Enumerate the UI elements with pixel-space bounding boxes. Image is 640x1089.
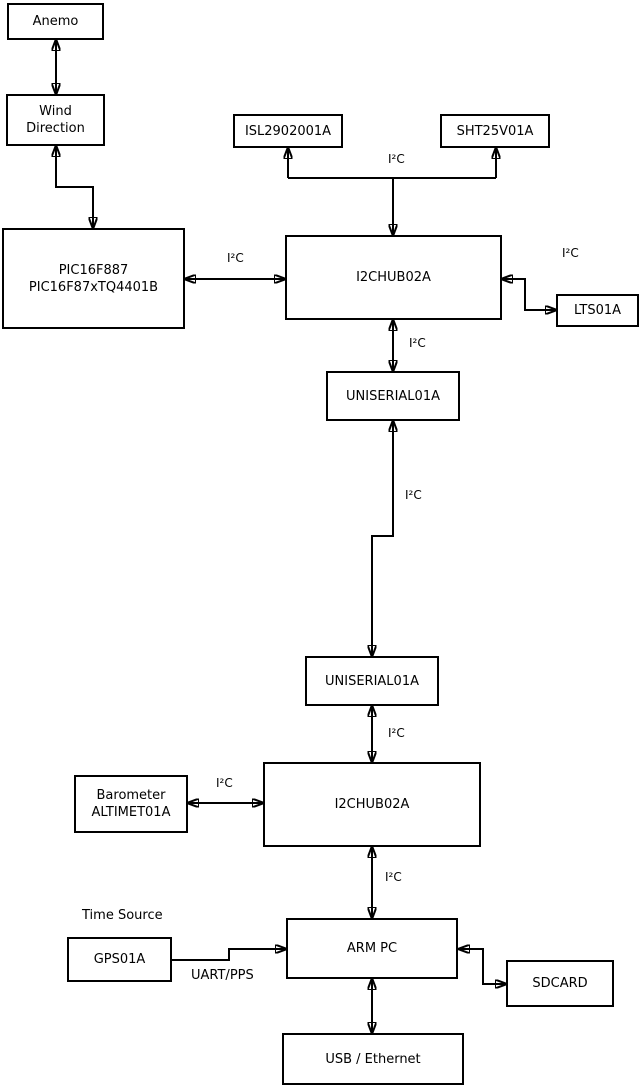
- label-i2c-hub1-lts: I²C: [562, 246, 579, 260]
- box-pic16f887: PIC16F887 PIC16F87xTQ4401B: [2, 228, 185, 329]
- edge-wind-pic: [56, 146, 93, 228]
- box-sht25v01a-label: SHT25V01A: [456, 123, 534, 139]
- box-isl2902001a-label: ISL2902001A: [244, 123, 332, 139]
- box-lts01a: LTS01A: [556, 294, 639, 327]
- box-wind-direction-label-line1: Wind: [39, 104, 72, 119]
- box-usb-ethernet-label: USB / Ethernet: [325, 1051, 421, 1067]
- label-i2c-bus-top: I²C: [388, 152, 405, 166]
- box-i2chub02a-2-label: I2CHUB02A: [334, 797, 410, 812]
- label-i2c-uniserial2-hub2: I²C: [388, 726, 405, 740]
- box-barometer-label-line1: Barometer: [96, 788, 166, 803]
- box-pic16f887-label-line2: PIC16F87xTQ4401B: [28, 279, 159, 295]
- box-lts01a-label: LTS01A: [573, 303, 622, 318]
- label-i2c-hub1-uniserial1: I²C: [409, 336, 426, 350]
- box-gps01a-label: GPS01A: [93, 952, 146, 967]
- box-uniserial01a-1: UNISERIAL01A: [326, 371, 460, 421]
- edge-gps-armpc: [172, 949, 286, 961]
- edge-armpc-sdcard: [459, 949, 506, 984]
- box-usb-ethernet: USB / Ethernet: [282, 1033, 464, 1085]
- box-uniserial01a-1-label: UNISERIAL01A: [346, 388, 440, 404]
- box-barometer-label-line2: ALTIMET01A: [91, 805, 171, 820]
- box-pic16f887-label-line1: PIC16F887: [58, 262, 129, 278]
- box-wind-direction: Wind Direction: [6, 94, 105, 146]
- box-barometer-altimet01a: Barometer ALTIMET01A: [74, 775, 188, 833]
- box-sdcard-label: SDCARD: [532, 976, 588, 991]
- label-uart-pps: UART/PPS: [191, 968, 254, 983]
- box-uniserial01a-2: UNISERIAL01A: [305, 656, 439, 706]
- label-i2c-barometer-hub2: I²C: [216, 776, 233, 790]
- box-anemo-label: Anemo: [32, 14, 79, 29]
- box-anemo: Anemo: [7, 3, 104, 40]
- box-isl2902001a: ISL2902001A: [233, 114, 343, 148]
- box-arm-pc: ARM PC: [286, 918, 458, 979]
- box-uniserial01a-2-label: UNISERIAL01A: [325, 673, 419, 689]
- edge-i2chub1-lts: [502, 279, 556, 310]
- edge-uniserial1-uniserial2: [372, 421, 393, 656]
- box-gps01a: GPS01A: [67, 937, 172, 982]
- box-i2chub02a-1-label: I2CHUB02A: [356, 270, 431, 285]
- box-arm-pc-label: ARM PC: [346, 941, 398, 956]
- label-i2c-uniserial1-uniserial2: I²C: [405, 488, 422, 502]
- label-i2c-pic-hub1: I²C: [227, 251, 244, 265]
- box-i2chub02a-2: I2CHUB02A: [263, 762, 481, 847]
- box-sht25v01a: SHT25V01A: [440, 114, 550, 148]
- box-i2chub02a-1: I2CHUB02A: [285, 235, 502, 320]
- box-sdcard: SDCARD: [506, 960, 614, 1007]
- label-i2c-hub2-armpc: I²C: [385, 870, 402, 884]
- label-time-source: Time Source: [82, 908, 163, 923]
- box-wind-direction-label-line2: Direction: [26, 121, 85, 136]
